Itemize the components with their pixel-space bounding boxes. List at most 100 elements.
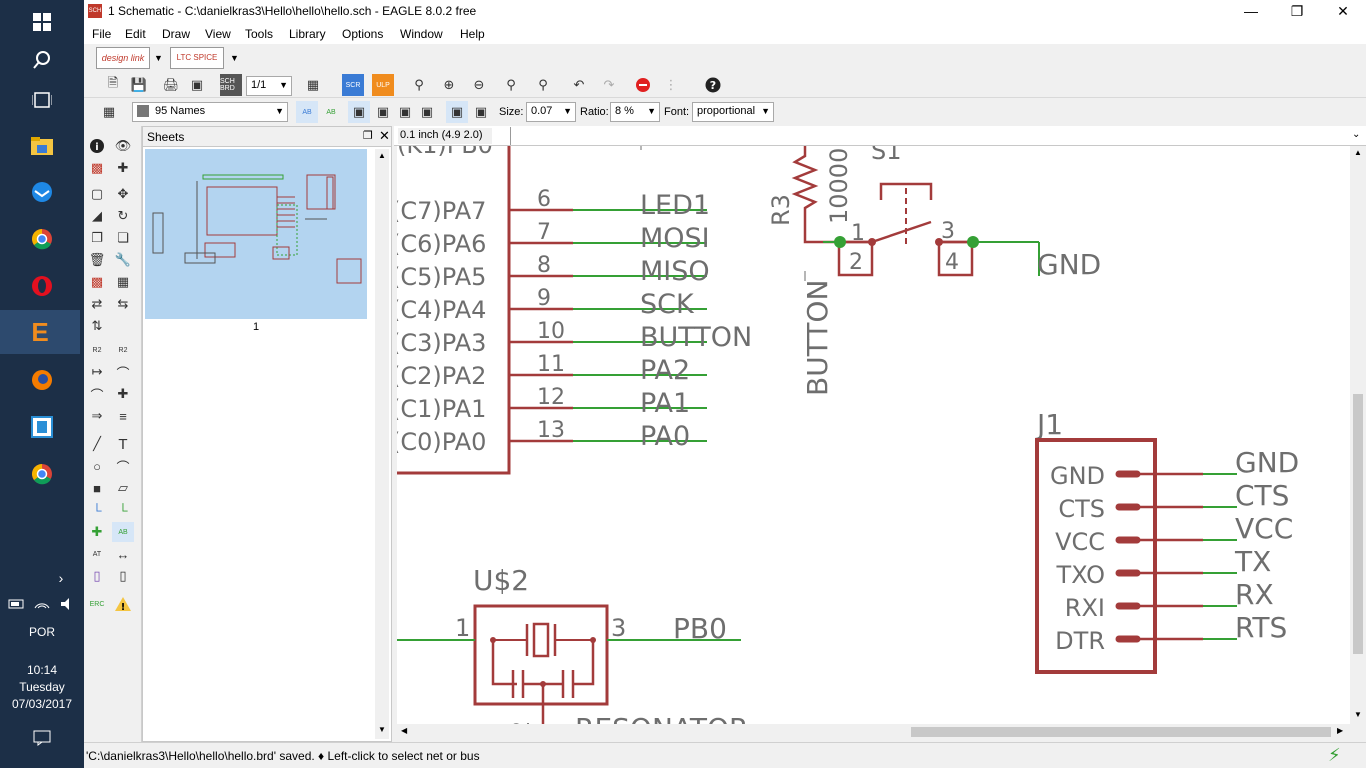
split-icon[interactable]: ⇅ [91, 318, 103, 333]
close-button[interactable]: ✕ [1337, 3, 1349, 19]
warning-icon[interactable]: ! [112, 594, 134, 614]
horizontal-scroll-thumb[interactable] [911, 727, 1331, 737]
move-icon[interactable]: ✥ [117, 186, 129, 201]
command-input[interactable] [510, 127, 1360, 145]
thunderbird-icon[interactable] [20, 170, 64, 214]
align-top-right-icon[interactable]: ▣ [398, 104, 412, 119]
rotate-icon[interactable]: ↻ [117, 208, 129, 223]
value-icon[interactable]: R2 [118, 346, 128, 354]
bus-icon[interactable]: └ [92, 502, 102, 518]
text-mirror-on-icon[interactable]: AB [326, 108, 336, 116]
help-icon[interactable]: ? [702, 74, 724, 96]
attribute-icon[interactable]: ≡ [119, 408, 127, 424]
minimize-button[interactable]: — [1244, 3, 1258, 19]
gateswap-icon[interactable]: ⇆ [117, 296, 129, 311]
attribute-text-icon[interactable]: AT [92, 550, 102, 558]
smash-icon[interactable]: ↦ [91, 364, 103, 379]
miter-icon[interactable]: ⌒ [116, 365, 130, 381]
app-icon[interactable] [20, 405, 64, 449]
stop-icon[interactable] [632, 74, 654, 96]
align-top-center-icon[interactable]: ▣ [376, 104, 390, 119]
script-icon[interactable]: SCR [342, 74, 364, 96]
eagle-icon[interactable]: E [0, 310, 80, 354]
zoom-select-icon[interactable]: ⚲ [506, 77, 516, 92]
grid-icon[interactable]: ▦ [102, 104, 116, 119]
save-icon[interactable]: 💾 [130, 77, 148, 92]
opera-icon[interactable] [20, 264, 64, 308]
arc-tool-icon[interactable]: ⌒ [90, 387, 104, 403]
circle-icon[interactable]: ○ [93, 458, 101, 474]
design-link-button[interactable]: design link [96, 47, 150, 69]
menu-view[interactable]: View [205, 27, 231, 41]
language-indicator[interactable]: POR [28, 625, 55, 639]
scroll-right-icon[interactable]: ▶ [1337, 726, 1344, 735]
vertical-scroll-thumb[interactable] [1353, 394, 1363, 654]
align-bottom-left-icon[interactable]: ▣ [446, 101, 468, 123]
erc-icon[interactable]: ERC [89, 600, 105, 608]
undo-icon[interactable]: ↶ [573, 77, 585, 92]
go-icon[interactable]: ⋮ [664, 77, 678, 92]
close-icon[interactable]: ✕ [379, 128, 390, 143]
restore-button[interactable]: ❐ [1290, 3, 1304, 19]
scroll-left-icon[interactable]: ◀ [401, 726, 408, 735]
cam-icon[interactable]: ▣ [190, 77, 204, 92]
text-mirror-off-icon[interactable]: AB [296, 101, 318, 123]
action-center-icon[interactable] [20, 716, 64, 760]
pinswap-icon[interactable]: ⇄ [91, 296, 103, 311]
copy-icon[interactable]: ❐ [91, 230, 103, 245]
group-icon[interactable]: ▢ [90, 186, 104, 201]
replace-icon[interactable]: ▦ [116, 274, 130, 289]
mirror-icon[interactable]: ◢ [92, 208, 102, 223]
chevron-down-icon[interactable]: ▼ [154, 53, 163, 63]
schematic-svg[interactable]: (K1)PB0 (C7)PA76LED1(C6)PA67MOSI(C5)PA58… [397, 146, 1350, 724]
scroll-up-icon[interactable]: ▲ [378, 151, 386, 160]
zoom-last-icon[interactable]: ⚲ [538, 77, 548, 92]
font-select[interactable]: proportional▼ [692, 102, 774, 122]
chevron-down-icon-2[interactable]: ▼ [230, 53, 239, 63]
task-view-icon[interactable] [20, 78, 64, 122]
menu-file[interactable]: File [92, 27, 112, 41]
mark-icon[interactable]: ✚ [117, 160, 129, 175]
sheets-scrollbar[interactable]: ▲ ▼ [375, 149, 389, 739]
menu-help[interactable]: Help [460, 27, 485, 41]
search-icon[interactable] [20, 38, 64, 82]
lightning-icon[interactable]: ⚡ [1328, 745, 1341, 765]
align-center-icon[interactable]: ▣ [420, 104, 434, 119]
print-icon[interactable]: 🖨 [162, 77, 180, 92]
optimize-icon[interactable]: ⇒ [91, 408, 103, 423]
arc-icon[interactable]: ⌒ [116, 459, 130, 475]
frame-icon[interactable]: ▯ [93, 568, 101, 583]
chevron-right-icon[interactable]: › [58, 570, 64, 586]
schematic-canvas[interactable]: (K1)PB0 (C7)PA76LED1(C6)PA67MOSI(C5)PA58… [397, 146, 1350, 724]
sheet-select[interactable]: 1/1▼ [246, 76, 292, 96]
split-wire-icon[interactable]: ✚ [117, 386, 129, 401]
sch-brd-switch-icon[interactable]: SCH BRD [220, 74, 242, 96]
menu-edit[interactable]: Edit [125, 27, 146, 41]
text-icon[interactable]: T [118, 435, 128, 453]
menu-options[interactable]: Options [342, 27, 384, 41]
zoom-in-icon[interactable]: ⊕ [443, 77, 455, 92]
dimension-icon[interactable]: ↔ [116, 546, 130, 562]
align-bottom-right-icon[interactable]: ▣ [474, 104, 488, 119]
paste-icon[interactable]: ❏ [117, 230, 129, 245]
layer-select[interactable]: 95 Names▼ [132, 102, 288, 122]
line-icon[interactable]: ╱ [93, 436, 101, 451]
name-icon[interactable]: R2 [92, 346, 102, 354]
info-icon[interactable]: i [86, 136, 108, 156]
align-top-left-icon[interactable]: ▣ [348, 101, 370, 123]
junction-icon[interactable]: ✚ [91, 524, 103, 539]
module-icon[interactable]: ▯ [119, 568, 127, 583]
rectangle-icon[interactable]: ■ [93, 480, 101, 496]
chrome-icon[interactable] [20, 217, 64, 261]
ratio-select[interactable]: 8 %▼ [610, 102, 660, 122]
scroll-up-icon-2[interactable]: ▲ [1354, 148, 1362, 157]
chrome-icon-2[interactable] [20, 452, 64, 496]
net-icon[interactable]: └ [118, 502, 128, 518]
ltc-spice-button[interactable]: LTC SPICE [170, 47, 224, 69]
change-icon[interactable]: 🔧 [114, 252, 132, 267]
redo-icon[interactable]: ↷ [603, 77, 615, 92]
library-icon[interactable]: ▦ [306, 77, 320, 92]
windows-start-icon[interactable] [20, 0, 64, 44]
sheet-thumbnail[interactable]: 1 [145, 149, 367, 333]
open-icon[interactable]: 🗎 [107, 75, 119, 90]
